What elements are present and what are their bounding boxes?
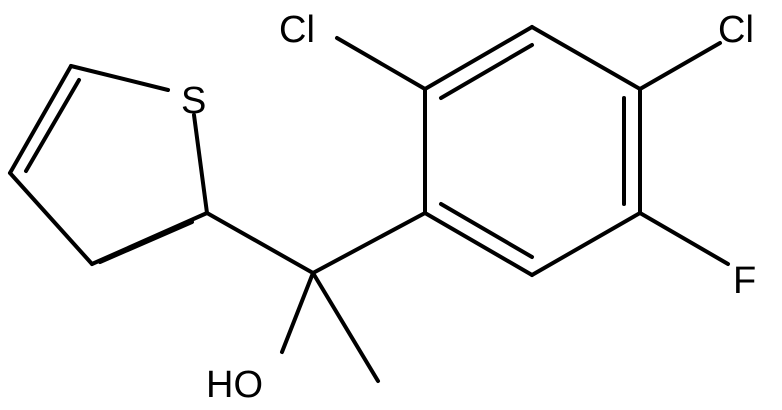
bond-ar5-ar6 <box>530 211 642 277</box>
benzene-ring <box>423 25 642 277</box>
bond-c5-s <box>69 64 170 92</box>
bond-ccentral-oh <box>280 271 315 354</box>
bond-c2-c3-inner <box>98 220 194 264</box>
substituent-bonds <box>335 36 730 266</box>
bond-s-c2 <box>192 113 209 215</box>
bond-ar6-ar1 <box>423 211 534 277</box>
thiophene-ring <box>8 64 209 266</box>
atom-label-hydroxyl: HO <box>206 364 263 406</box>
bond-ar2-ar3-inner <box>439 43 534 100</box>
bond-ar5-f <box>638 211 730 266</box>
atom-label-chlorine-top: Cl <box>279 9 315 51</box>
atom-label-chlorine-right: Cl <box>718 9 754 51</box>
bond-ccentral-methyl <box>311 271 380 383</box>
bond-ar2-cl <box>335 36 427 91</box>
bond-c4-c5-inner <box>24 78 81 173</box>
atom-label-fluorine: F <box>733 260 756 302</box>
bond-ccentral-aryl <box>311 211 427 275</box>
atom-label-sulfur: S <box>181 80 206 122</box>
bond-c2-ccentral <box>205 211 315 275</box>
central-carbon-bonds <box>205 211 427 383</box>
bond-ar2-ar3 <box>423 25 534 91</box>
bond-c3-c4 <box>8 171 94 266</box>
bond-c4-c5 <box>8 64 73 175</box>
bond-ar6-ar1-inner <box>439 202 534 259</box>
bond-ar3-ar4 <box>530 25 642 91</box>
bond-ar4-cl <box>638 41 722 91</box>
